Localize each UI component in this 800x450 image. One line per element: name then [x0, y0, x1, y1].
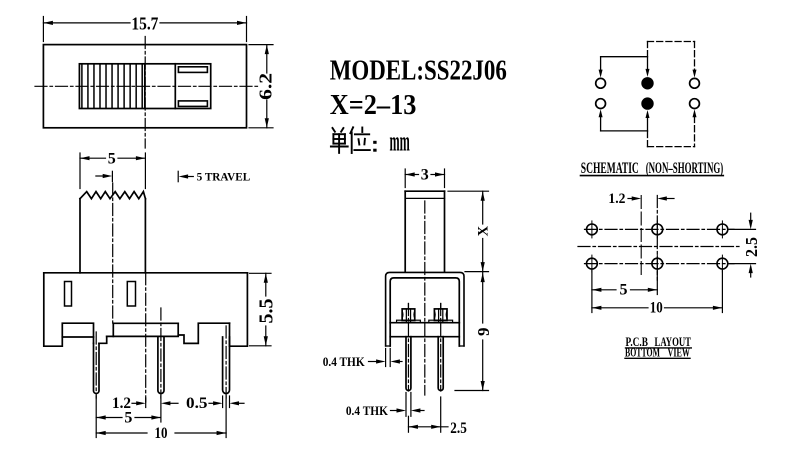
svg-text:(NON–SHORTING): (NON–SHORTING)	[646, 160, 724, 177]
svg-text:P.C.B: P.C.B	[626, 335, 649, 349]
svg-text:1.2: 1.2	[608, 191, 625, 207]
svg-text:5: 5	[620, 282, 628, 299]
svg-text:5: 5	[124, 409, 132, 426]
svg-text:SCHEMATIC: SCHEMATIC	[581, 160, 639, 177]
svg-text:0.4 THK: 0.4 THK	[323, 354, 366, 369]
svg-text:X: X	[476, 225, 492, 236]
svg-text:2.5: 2.5	[450, 420, 467, 437]
svg-text:9: 9	[474, 327, 493, 336]
svg-text:3: 3	[421, 166, 429, 183]
svg-text:X=2–13: X=2–13	[330, 90, 417, 121]
svg-text:0.4 THK: 0.4 THK	[346, 403, 389, 418]
svg-text:10: 10	[650, 300, 663, 317]
svg-text:15.7: 15.7	[131, 13, 158, 33]
svg-text:6.2: 6.2	[256, 73, 276, 100]
svg-text:10: 10	[155, 425, 168, 442]
svg-text:5: 5	[108, 150, 116, 167]
svg-text:2.5: 2.5	[742, 237, 761, 257]
svg-text:BOTTOM: BOTTOM	[625, 346, 660, 360]
svg-text:VIEW: VIEW	[668, 346, 691, 360]
svg-text:mm: mm	[390, 124, 411, 157]
svg-text:0.5: 0.5	[186, 395, 208, 412]
svg-text:1.2: 1.2	[112, 395, 131, 412]
svg-text:5 TRAVEL: 5 TRAVEL	[197, 169, 251, 183]
svg-text:MODEL:SS22J06: MODEL:SS22J06	[330, 56, 507, 87]
svg-text:5.5: 5.5	[256, 299, 278, 324]
svg-text:LAYOUT: LAYOUT	[655, 335, 692, 349]
